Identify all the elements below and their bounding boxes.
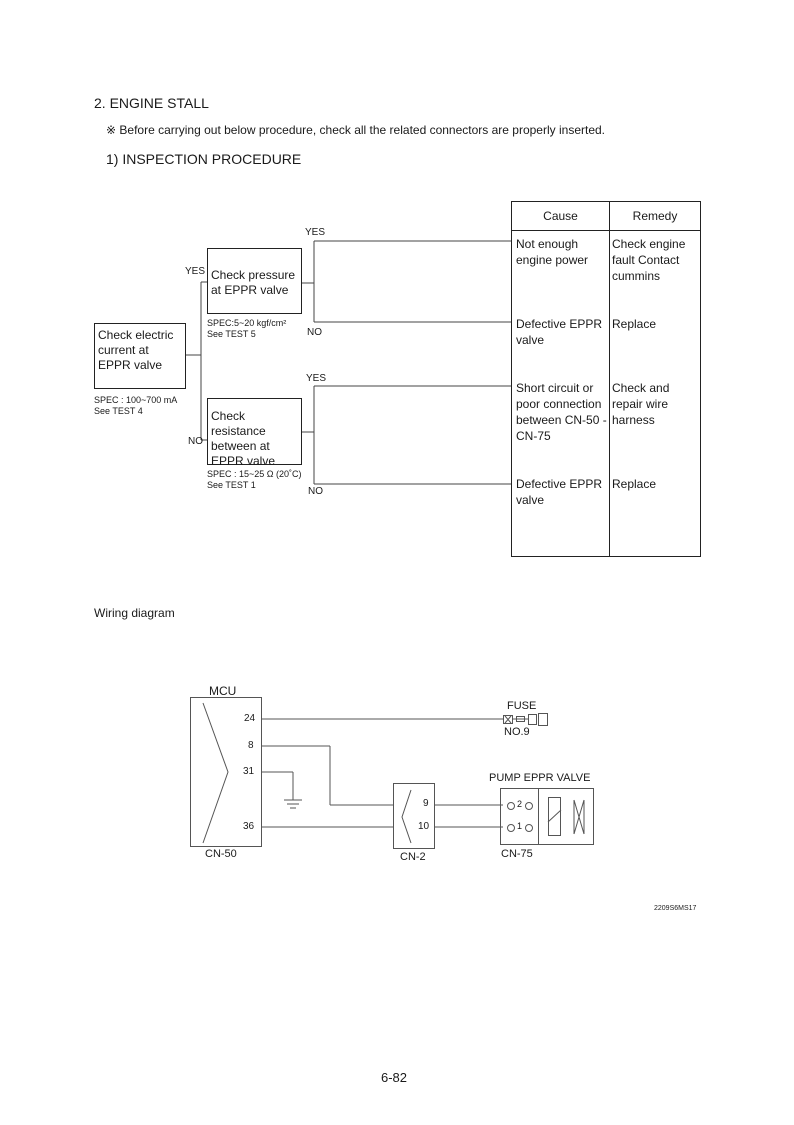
valve-body (538, 788, 594, 845)
label-no-1: NO (188, 436, 203, 447)
cause-cell-3: Short circuit or poor connection between… (516, 381, 607, 443)
note-text: Before carrying out below procedure, che… (119, 123, 606, 137)
note-mark: ※ (106, 123, 117, 137)
pressure-spec-test: See TEST 5 (207, 329, 256, 339)
cause-cell-1: Not enough engine power (516, 237, 589, 267)
mcu-label: MCU (209, 684, 237, 698)
check-current-box: Check electric current at EPPR valve (94, 323, 186, 389)
label-yes-3: YES (306, 373, 327, 384)
table-header-cause: Cause (543, 209, 578, 223)
current-spec-value: SPEC : 100~700 mA (94, 395, 178, 405)
cn2-label: CN-2 (400, 851, 426, 863)
fuse-label: FUSE (507, 700, 537, 712)
label-no-2: NO (307, 327, 322, 338)
fuse-number: NO.9 (504, 726, 530, 738)
resistance-spec: SPEC : 15~25 Ω (20˚C) See TEST 1 (207, 469, 302, 491)
remedy-cell-3: Check and repair wire harness (612, 381, 670, 427)
mcu-chevron (202, 702, 229, 844)
valve-pin-1: 1 (517, 821, 523, 831)
pressure-spec: SPEC:5~20 kgf/cm² See TEST 5 (207, 318, 286, 340)
remedy-cell-4: Replace (612, 477, 657, 491)
table-header-remedy: Remedy (632, 209, 678, 223)
current-spec: SPEC : 100~700 mA See TEST 4 (94, 395, 177, 417)
cn2-pin-9: 9 (423, 798, 429, 809)
subsection-title: 1) INSPECTION PROCEDURE (106, 151, 302, 167)
current-spec-test: See TEST 4 (94, 406, 143, 416)
label-yes-1: YES (185, 266, 206, 277)
mcu-pin-31: 31 (243, 766, 255, 777)
check-current-text: Check electric current at EPPR valve (98, 328, 174, 372)
check-resistance-text: Check resistance between at EPPR valve (211, 409, 276, 468)
remedy-cell-2: Replace (612, 317, 657, 331)
pressure-spec-value: SPEC:5~20 kgf/cm² (207, 318, 287, 328)
remedy-cell-1: Check engine fault Contact cummins (612, 237, 686, 283)
label-no-3: NO (308, 486, 323, 497)
valve-pin-2: 2 (517, 799, 523, 809)
precaution-note: ※ Before carrying out below procedure, c… (106, 123, 605, 137)
page-number: 6-82 (381, 1070, 408, 1085)
check-pressure-text: Check pressure at EPPR valve (211, 268, 296, 297)
section-title: 2. ENGINE STALL (94, 95, 209, 111)
cn75-box (500, 788, 539, 845)
cn75-label: CN-75 (501, 848, 533, 860)
cn50-label: CN-50 (205, 848, 237, 860)
resistance-spec-value: SPEC : 15~25 Ω (20˚C) (207, 469, 302, 479)
check-pressure-box: Check pressure at EPPR valve (207, 248, 302, 314)
resistance-spec-test: See TEST 1 (207, 480, 256, 490)
mcu-pin-8: 8 (248, 740, 254, 751)
mcu-box (190, 697, 262, 847)
cn2-pin-10: 10 (418, 821, 430, 832)
cause-cell-4: Defective EPPR valve (516, 477, 603, 507)
label-yes-2: YES (305, 227, 326, 238)
wiring-diagram-title: Wiring diagram (94, 606, 175, 620)
cn2-box (393, 783, 435, 849)
mcu-pin-36: 36 (243, 821, 255, 832)
drawing-code: 2209S6MS17 (654, 905, 697, 912)
mcu-pin-24: 24 (244, 713, 256, 724)
valve-label: PUMP EPPR VALVE (489, 772, 591, 784)
cause-cell-2: Defective EPPR valve (516, 317, 603, 347)
check-resistance-box: Check resistance between at EPPR valve (207, 398, 302, 468)
